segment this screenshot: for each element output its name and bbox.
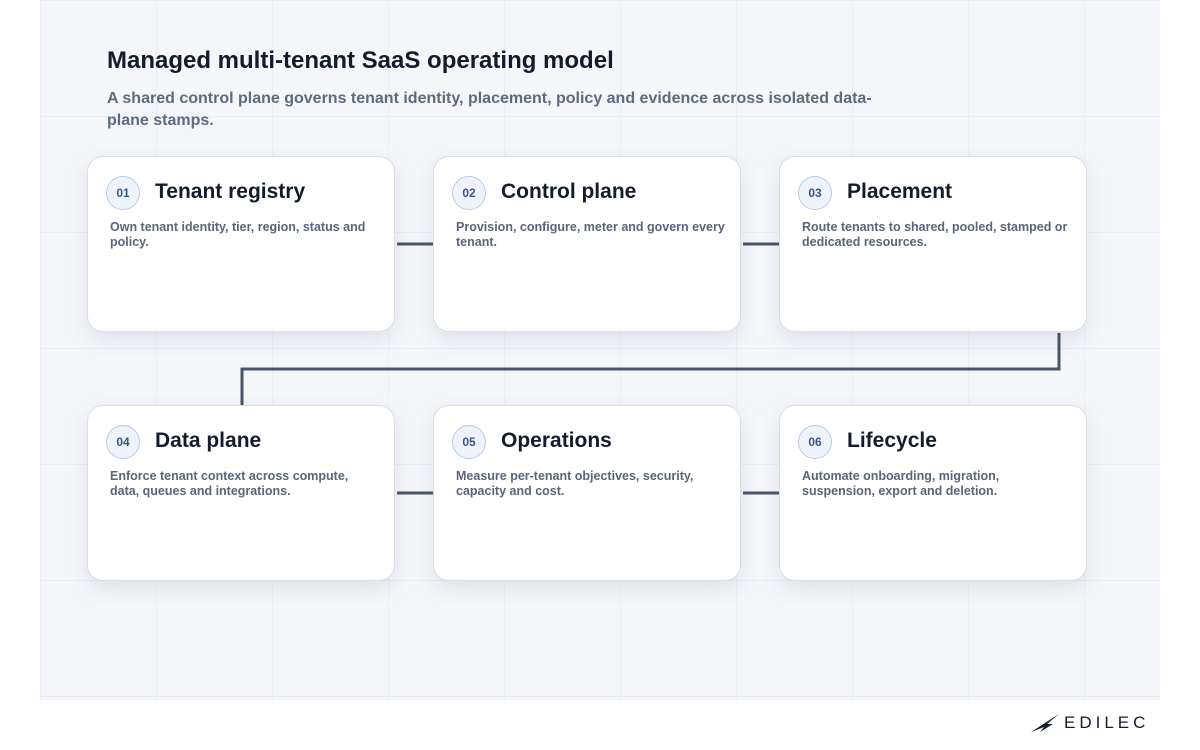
step-title: Operations [501, 429, 612, 452]
step-number-badge: 01 [106, 176, 140, 210]
step-title: Lifecycle [847, 429, 937, 452]
step-card-data-plane: 04 Data plane Enforce tenant context acr… [87, 405, 395, 581]
step-number-badge: 04 [106, 425, 140, 459]
step-description: Provision, configure, meter and govern e… [456, 220, 725, 249]
step-description: Route tenants to shared, pooled, stamped… [802, 220, 1068, 249]
brand-logo-text: EDILEC [1064, 713, 1150, 732]
step-number-badge: 02 [452, 176, 486, 210]
step-description: Automate onboarding, migration, suspensi… [802, 469, 1000, 498]
step-description: Enforce tenant context across compute, d… [110, 469, 349, 498]
edilec-wing-icon [1031, 714, 1059, 732]
page-title: Managed multi-tenant SaaS operating mode… [107, 47, 614, 74]
step-card-tenant-registry: 01 Tenant registry Own tenant identity, … [87, 156, 395, 332]
step-number-badge: 05 [452, 425, 486, 459]
step-card-lifecycle: 06 Lifecycle Automate onboarding, migrat… [779, 405, 1087, 581]
step-title: Control plane [501, 180, 637, 203]
step-title: Tenant registry [155, 180, 306, 203]
step-number-badge: 03 [798, 176, 832, 210]
step-description: Own tenant identity, tier, region, statu… [110, 220, 366, 249]
diagram-canvas [40, 0, 1160, 700]
step-description: Measure per-tenant objectives, security,… [456, 469, 694, 498]
step-number-badge: 06 [798, 425, 832, 459]
connector-03-04 [240, 333, 1061, 405]
step-card-operations: 05 Operations Measure per-tenant objecti… [433, 405, 741, 581]
brand-logo: EDILEC [1030, 710, 1149, 736]
step-card-control-plane: 02 Control plane Provision, configure, m… [433, 156, 741, 332]
step-title: Data plane [155, 429, 262, 452]
page-subtitle: A shared control plane governs tenant id… [107, 90, 872, 129]
step-title: Placement [847, 180, 953, 203]
step-card-placement: 03 Placement Route tenants to shared, po… [779, 156, 1087, 332]
